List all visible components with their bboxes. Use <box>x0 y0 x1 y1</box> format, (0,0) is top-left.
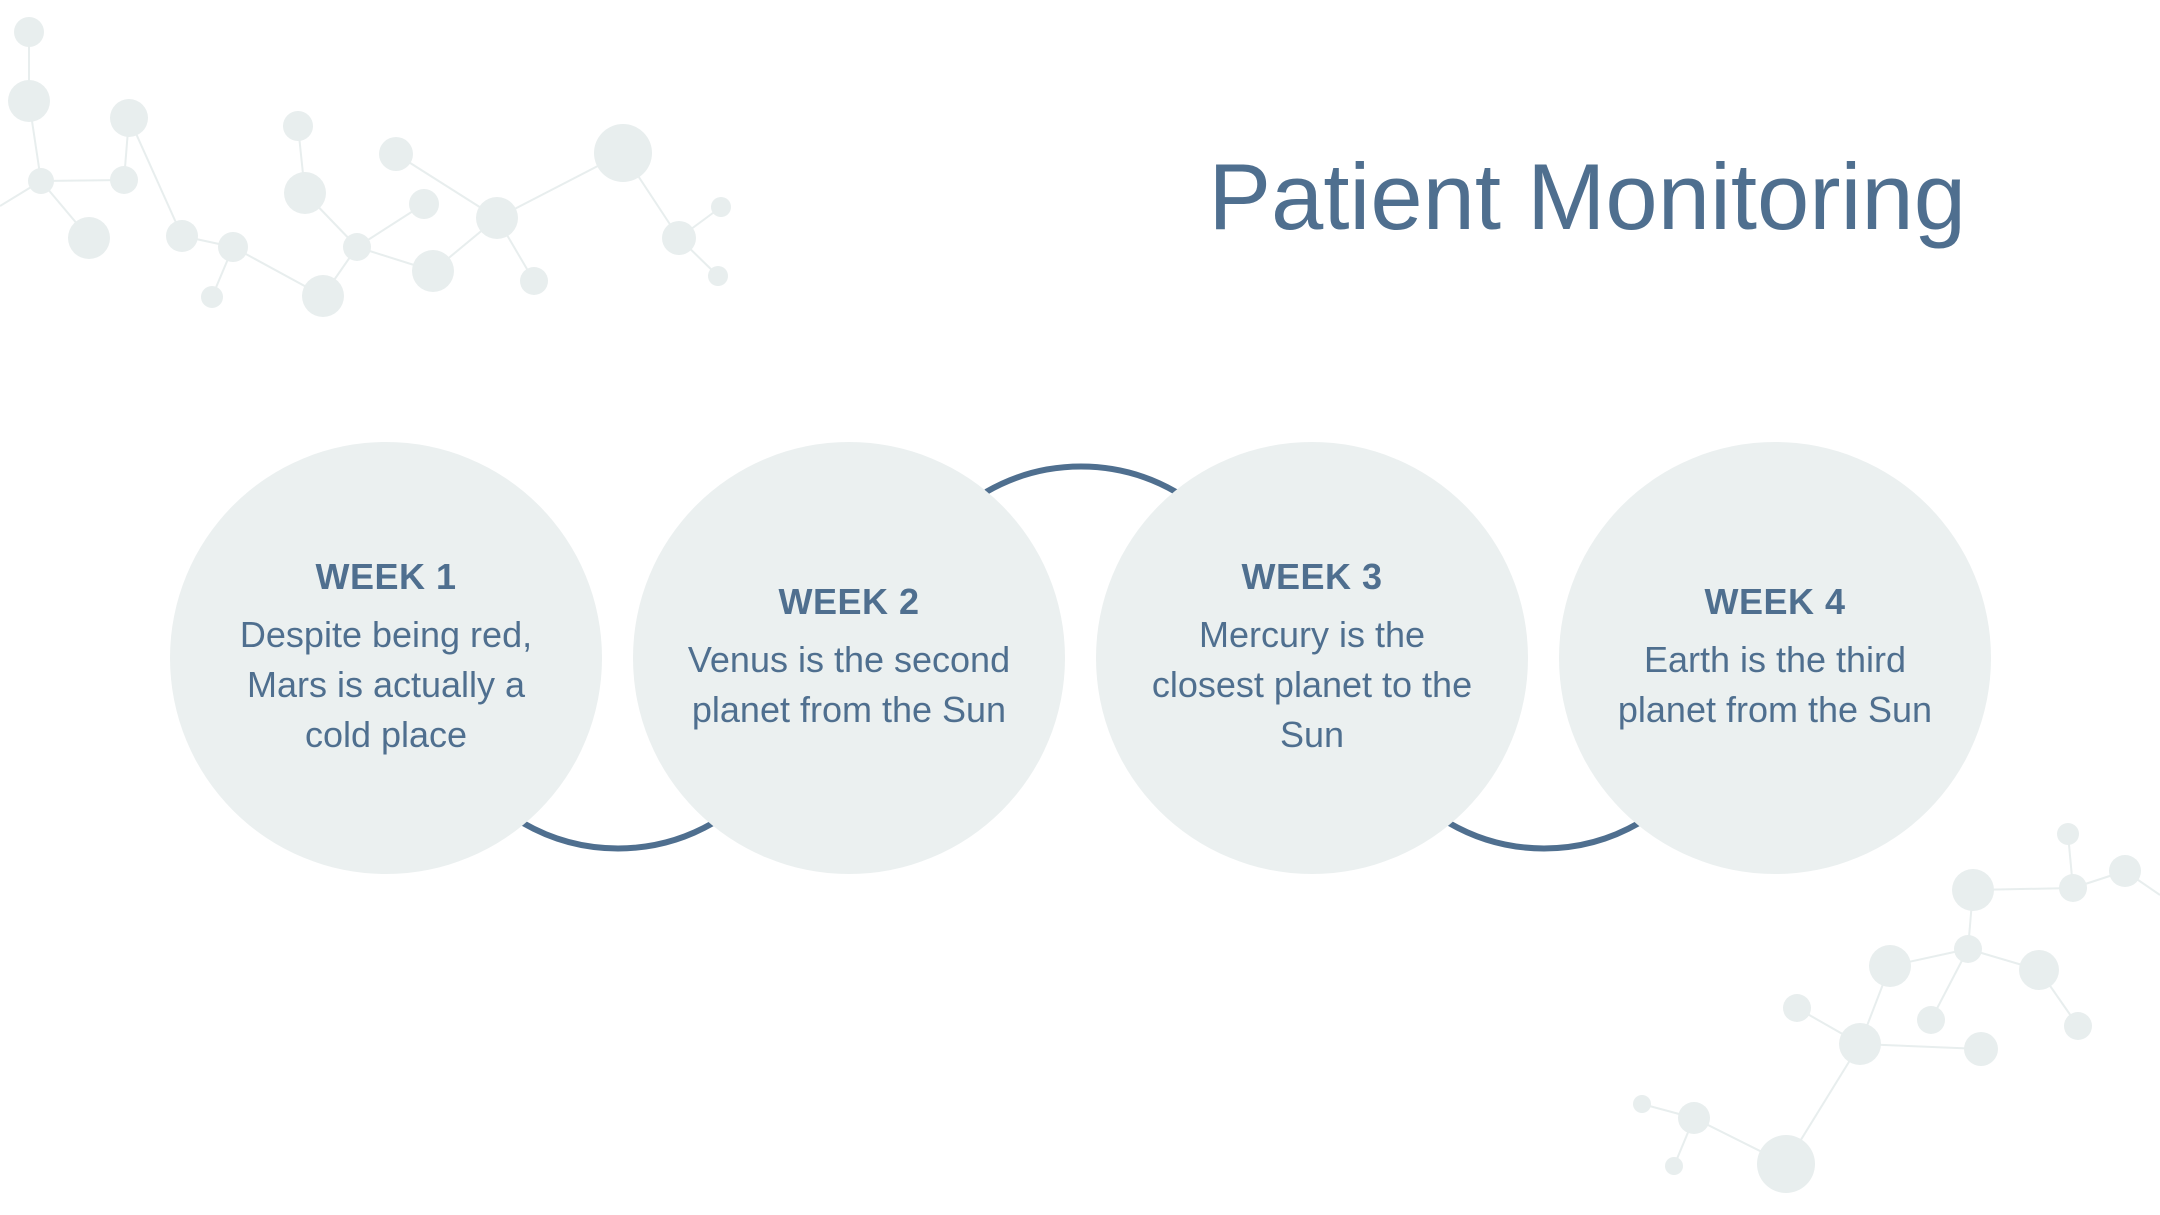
week-heading: WEEK 1 <box>315 556 457 597</box>
connector-arc-week3-week4 <box>1447 820 1641 852</box>
molecule-top-left-decoration <box>0 17 731 317</box>
week-1-circle: WEEK 1 Despite being red, Mars is actual… <box>170 442 602 874</box>
week-heading: WEEK 3 <box>1241 556 1383 597</box>
week-description: Venus is the second planet from the Sun <box>687 639 1011 730</box>
week-4-circle: WEEK 4 Earth is the third planet from th… <box>1559 442 1991 874</box>
week-3-circle: WEEK 3 Mercury is the closest planet to … <box>1096 442 1528 874</box>
week-2-circle: WEEK 2 Venus is the second planet from t… <box>633 442 1065 874</box>
week-description: Earth is the third planet from the Sun <box>1617 639 1933 730</box>
page-title: Patient Monitoring <box>1208 144 1966 249</box>
connector-arcs <box>521 463 1641 852</box>
connector-arc-week2-week3 <box>984 463 1178 495</box>
week-description: Despite being red, Mars is actually a co… <box>239 614 533 755</box>
connector-arc-week1-week2 <box>521 820 715 852</box>
week-description: Mercury is the closest planet to the Sun <box>1151 614 1473 755</box>
week-heading: WEEK 2 <box>778 581 920 622</box>
molecule-bottom-right-decoration <box>1633 823 2160 1193</box>
week-heading: WEEK 4 <box>1704 581 1846 622</box>
